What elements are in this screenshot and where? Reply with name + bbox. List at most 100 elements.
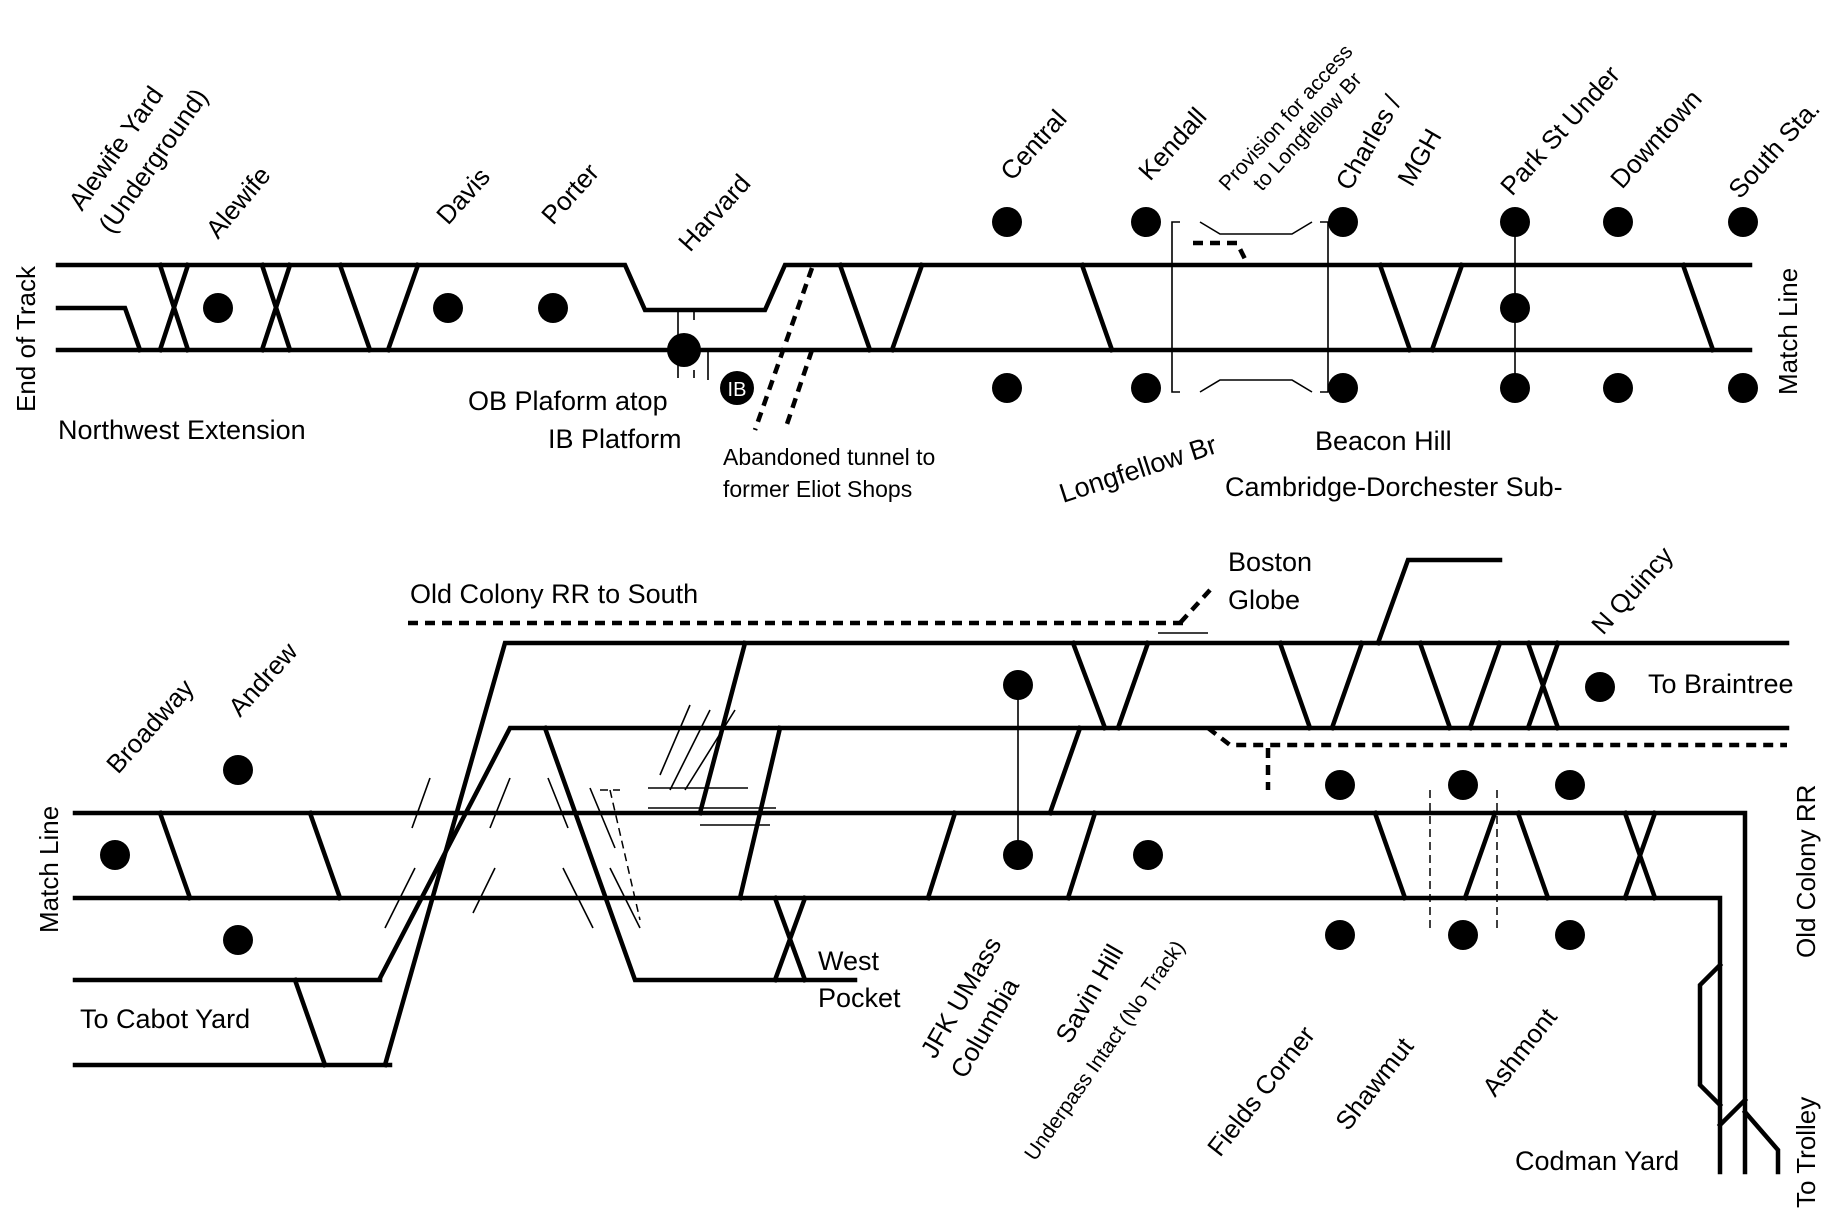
station-label-kendall: Kendall [1132, 101, 1212, 186]
longfellow-br-label: Longfellow Br [1056, 430, 1221, 509]
match-line-label-bottom: Match Line [34, 806, 64, 933]
structure-bracket [384, 704, 776, 929]
top-annotations: End of Track Match Line Northwest Extens… [11, 265, 1803, 509]
station-dot [1555, 920, 1585, 950]
globe-spur [1375, 557, 1503, 646]
station-dot [1500, 207, 1530, 237]
abandoned-tunnel-line [752, 267, 815, 431]
top-tracks [55, 221, 1753, 431]
crossover [259, 262, 293, 353]
station-dot [720, 371, 754, 405]
top-upper-track [55, 262, 1753, 313]
station-label-park-st-under: Park St Under [1494, 59, 1626, 201]
crossover [1115, 640, 1151, 731]
cabot-crossover [292, 977, 328, 1068]
station-dot [992, 207, 1022, 237]
station-dot [1603, 373, 1633, 403]
to-cabot-yard-label: To Cabot Yard [80, 1004, 250, 1034]
west-pocket-label-2: Pocket [818, 983, 901, 1013]
station-dot [1500, 373, 1530, 403]
station-dot [1328, 373, 1358, 403]
station-label-fields-corner: Fields Corner [1201, 1020, 1321, 1162]
station-dot [223, 755, 253, 785]
crossover [697, 640, 748, 816]
abandoned-tunnel-line [782, 349, 815, 431]
crossover [1377, 262, 1413, 353]
station-dot [1133, 840, 1163, 870]
station-label-south-sta: South Sta. [1722, 94, 1826, 204]
crossover [737, 725, 783, 901]
station-dot [1603, 207, 1633, 237]
codman-crossover [1716, 1096, 1749, 1129]
ashmont-lower-track [72, 895, 1723, 1175]
station-dot [992, 373, 1022, 403]
crossover [925, 810, 958, 901]
crossover [157, 262, 191, 353]
station-label-harvard: Harvard [672, 168, 756, 257]
station-dot [1328, 207, 1358, 237]
end-of-track-stub [55, 305, 143, 353]
station-label-porter: Porter [535, 157, 605, 230]
braintree-lower-track [376, 725, 1790, 982]
top-station-labels: Alewife Yard (Underground) Alewife Davis… [62, 40, 1825, 257]
station-dot [1131, 207, 1161, 237]
station-dot [1325, 770, 1355, 800]
station-label-alewife: Alewife [200, 160, 277, 243]
crossover [1277, 640, 1313, 731]
station-label-davis: Davis [430, 162, 496, 230]
to-trolley-track [1741, 1108, 1781, 1175]
station-dot [1728, 373, 1758, 403]
west-pocket-crossover [772, 895, 808, 983]
station-dot [538, 293, 568, 323]
crossover [1525, 640, 1561, 731]
crossover [1372, 810, 1408, 901]
n-quincy-label: N Quincy [1585, 540, 1679, 640]
station-dot [1448, 770, 1478, 800]
structure-dashed [600, 789, 1498, 930]
ib-platform-label: IB Platform [548, 424, 682, 454]
top-station-markers: IB [203, 207, 1758, 405]
crossover [1047, 725, 1083, 816]
northwest-extension-label: Northwest Extension [58, 415, 306, 445]
abandoned-tunnel-label-2: former Eliot Shops [723, 476, 912, 502]
station-dot [223, 925, 253, 955]
station-dot [203, 293, 233, 323]
crossover [1065, 810, 1098, 901]
crossover [157, 810, 193, 901]
bottom-labels: Old Colony RR to South Boston Globe N Qu… [34, 540, 1821, 1208]
crossover [1467, 640, 1503, 731]
station-dot [1555, 770, 1585, 800]
station-label-central: Central [994, 104, 1072, 186]
station-label-ashmont: Ashmont [1476, 1002, 1563, 1102]
crossover [385, 262, 421, 353]
crossover [337, 262, 373, 353]
station-dot [1325, 920, 1355, 950]
station-dot [100, 840, 130, 870]
station-dot [1728, 207, 1758, 237]
old-colony-south-label: Old Colony RR to South [410, 579, 698, 609]
bottom-station-markers [100, 670, 1615, 955]
match-line-label-top: Match Line [1773, 268, 1803, 395]
station-dot [433, 293, 463, 323]
to-braintree-label: To Braintree [1648, 669, 1794, 699]
ob-platform-label: OB Plaform atop [468, 386, 668, 416]
station-dot [1585, 672, 1615, 702]
crossover [1079, 262, 1115, 353]
crossover [1429, 262, 1465, 353]
boston-globe-label-1: Boston [1228, 547, 1312, 577]
abandoned-tunnel-label-1: Abandoned tunnel to [723, 444, 935, 470]
ashmont-upper-track [72, 810, 1748, 1175]
crossover [307, 810, 343, 901]
beacon-hill-label: Beacon Hill [1315, 426, 1452, 456]
station-dot [667, 333, 701, 367]
station-label-charles-mgh-2: MGH [1391, 123, 1447, 191]
station-dot [1003, 670, 1033, 700]
longfellow-access-dashed [1193, 240, 1251, 267]
station-dot [1131, 373, 1161, 403]
longfellow-bracket [1171, 221, 1329, 393]
station-label-shawmut: Shawmut [1329, 1031, 1420, 1135]
boston-globe-label-2: Globe [1228, 585, 1300, 615]
west-pocket-label-1: West [818, 946, 880, 976]
station-dot [1003, 840, 1033, 870]
